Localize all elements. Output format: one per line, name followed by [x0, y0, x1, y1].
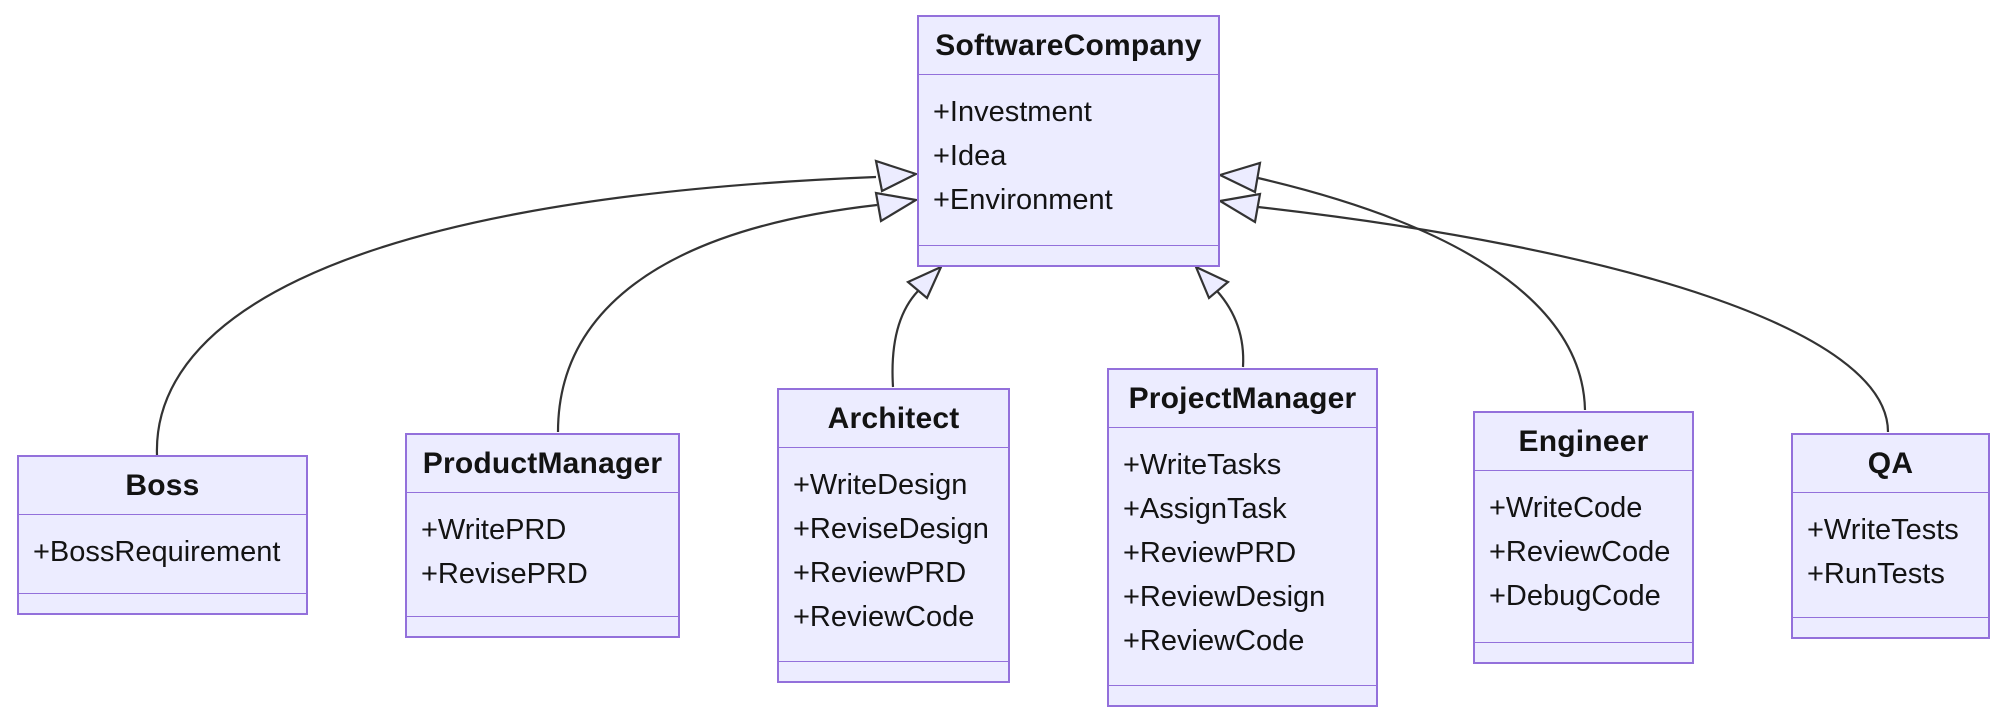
class-attribute: +WriteDesign — [793, 469, 968, 501]
class-attributes: +BossRequirement — [19, 515, 306, 593]
inheritance-edge-architect — [891, 290, 919, 388]
class-attribute: +WriteCode — [1489, 492, 1643, 524]
class-node-boss: Boss +BossRequirement — [17, 455, 308, 615]
inheritance-edge-projectmanager — [1216, 290, 1245, 368]
class-methods-empty — [779, 661, 1008, 681]
inheritance-edge-productmanager — [556, 203, 878, 433]
class-node-engineer: Engineer +WriteCode +ReviewCode +DebugCo… — [1473, 411, 1694, 664]
class-attribute: +WriteTasks — [1123, 449, 1282, 481]
class-methods-empty — [407, 616, 678, 636]
class-methods-empty — [919, 245, 1218, 265]
class-title: Engineer — [1475, 413, 1692, 471]
class-attribute: +ReviewCode — [1123, 625, 1305, 657]
inheritance-arrow-icon — [905, 264, 944, 300]
class-title: SoftwareCompany — [919, 17, 1218, 75]
class-attribute: +RunTests — [1807, 558, 1945, 590]
class-methods-empty — [1793, 617, 1988, 637]
class-node-productmanager: ProductManager +WritePRD +RevisePRD — [405, 433, 680, 638]
class-methods-empty — [1475, 642, 1692, 662]
class-title: ProductManager — [407, 435, 678, 493]
inheritance-edge-engineer — [1257, 176, 1587, 411]
inheritance-arrow-icon — [1216, 192, 1262, 224]
class-node-projectmanager: ProjectManager +WriteTasks +AssignTask +… — [1107, 368, 1378, 707]
class-title: QA — [1793, 435, 1988, 493]
class-attribute: +ReviewPRD — [793, 557, 967, 589]
inheritance-arrow-icon — [1193, 264, 1231, 300]
class-attributes: +WriteTasks +AssignTask +ReviewPRD +Revi… — [1109, 428, 1376, 685]
class-attribute: +BossRequirement — [33, 536, 281, 568]
class-attributes: +WriteCode +ReviewCode +DebugCode — [1475, 471, 1692, 642]
class-attribute: +ReviseDesign — [793, 513, 989, 545]
class-title: Boss — [19, 457, 306, 515]
class-attribute: +Investment — [933, 96, 1092, 128]
class-attribute: +WriteTests — [1807, 514, 1959, 546]
class-attribute: +ReviewCode — [793, 601, 975, 633]
inheritance-arrow-icon — [874, 191, 920, 223]
inheritance-edge-qa — [1257, 205, 1890, 433]
inheritance-edge-boss — [155, 175, 877, 456]
class-attributes: +WriteTests +RunTests — [1793, 493, 1988, 617]
class-attribute: +ReviewDesign — [1123, 581, 1326, 613]
class-title: Architect — [779, 390, 1008, 448]
inheritance-arrow-icon — [1216, 161, 1262, 194]
class-node-architect: Architect +WriteDesign +ReviseDesign +Re… — [777, 388, 1010, 683]
class-attribute: +WritePRD — [421, 514, 567, 546]
class-methods-empty — [19, 593, 306, 613]
class-node-qa: QA +WriteTests +RunTests — [1791, 433, 1990, 639]
class-attribute: +ReviewPRD — [1123, 537, 1297, 569]
class-title: ProjectManager — [1109, 370, 1376, 428]
class-attributes: +WriteDesign +ReviseDesign +ReviewPRD +R… — [779, 448, 1008, 661]
class-attributes: +Investment +Idea +Environment — [919, 75, 1218, 245]
class-attribute: +AssignTask — [1123, 493, 1287, 525]
inheritance-arrow-icon — [874, 159, 919, 193]
class-attribute: +DebugCode — [1489, 580, 1661, 612]
class-attribute: +Environment — [933, 184, 1113, 216]
class-attributes: +WritePRD +RevisePRD — [407, 493, 678, 616]
class-node-softwarecompany: SoftwareCompany +Investment +Idea +Envir… — [917, 15, 1220, 267]
class-methods-empty — [1109, 685, 1376, 705]
class-attribute: +Idea — [933, 140, 1007, 172]
class-attribute: +ReviewCode — [1489, 536, 1671, 568]
class-attribute: +RevisePRD — [421, 558, 588, 590]
